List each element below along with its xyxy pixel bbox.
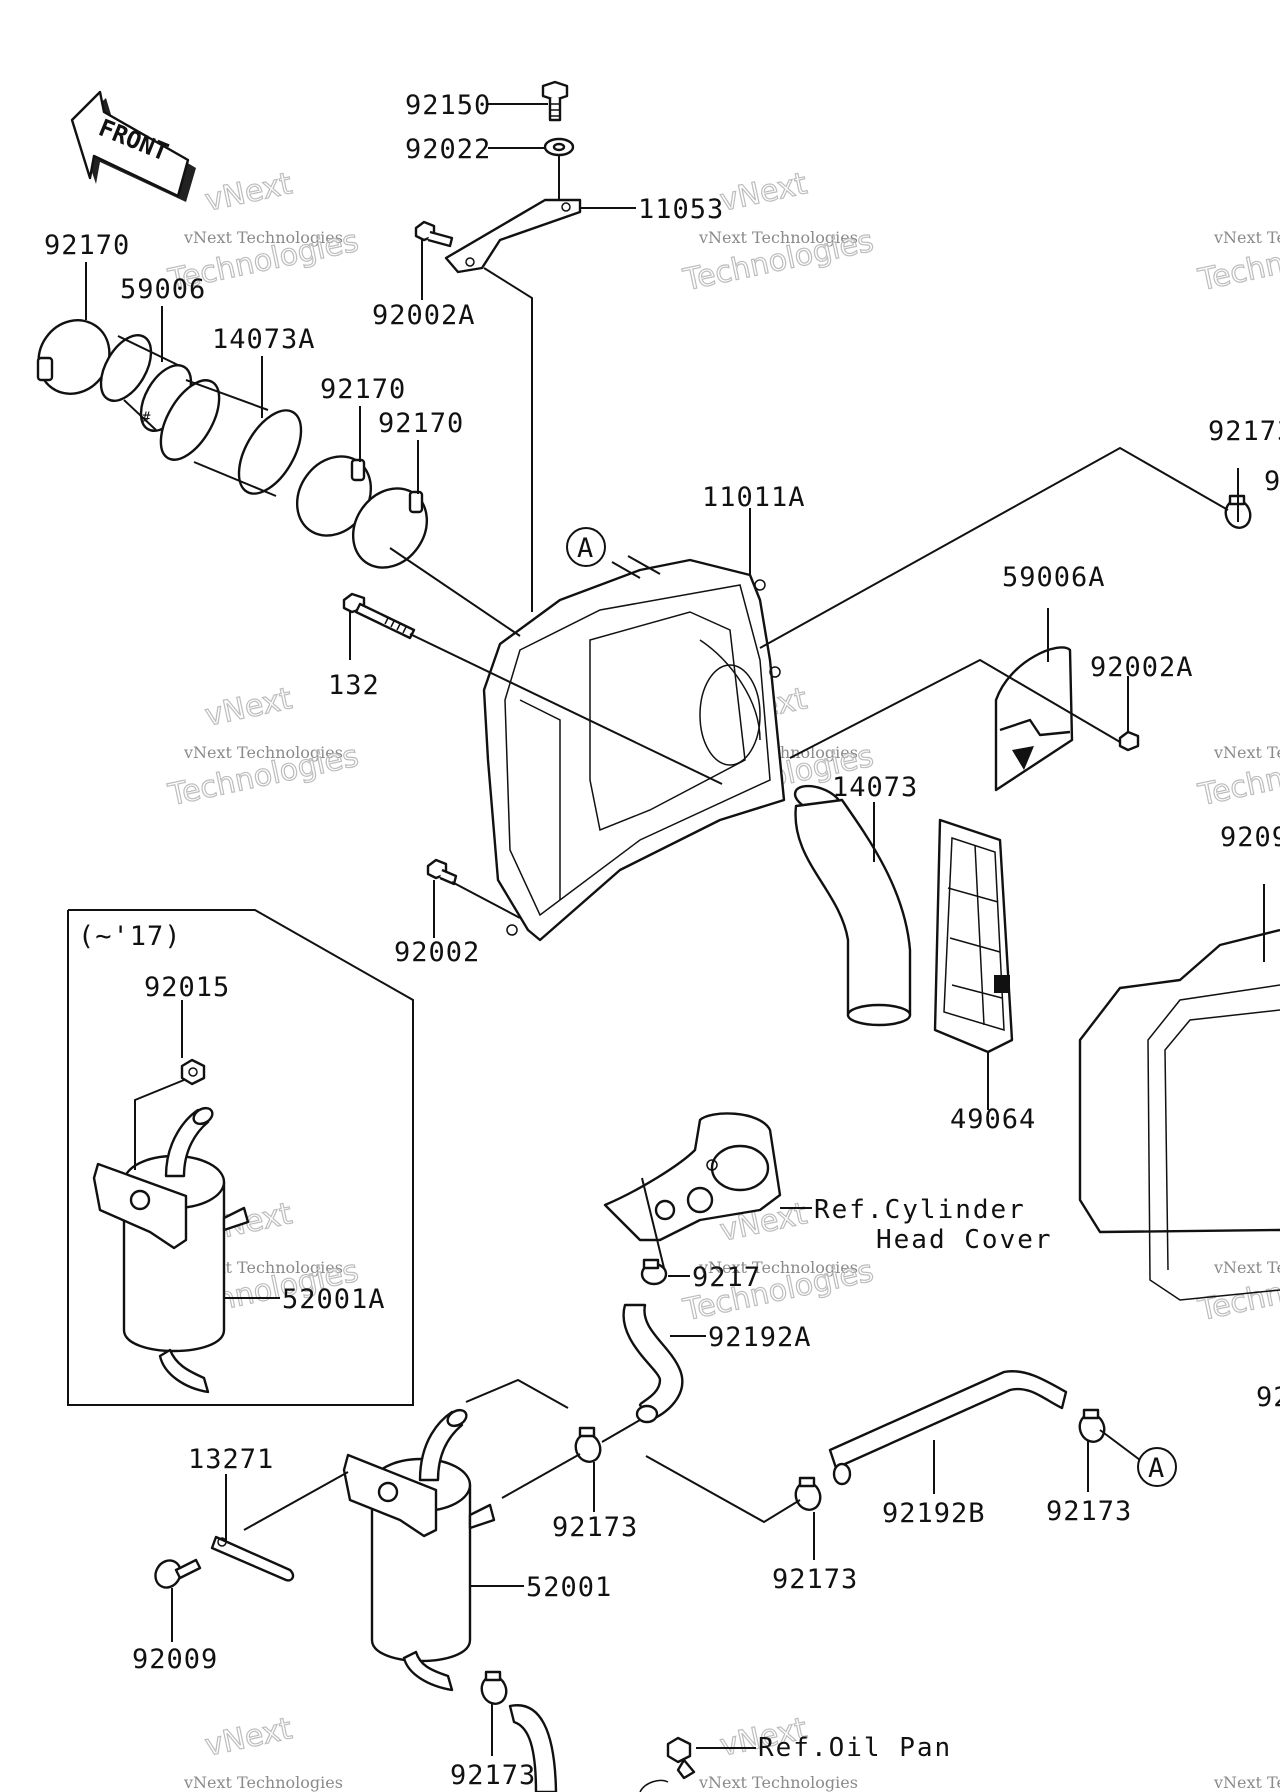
- watermark-text: vNext: [202, 166, 295, 219]
- bolt-92002-icon: [426, 858, 458, 886]
- part-label-92002A: 92002A: [372, 300, 476, 331]
- ref-cylinder-head-cover-line2: Head Cover: [876, 1225, 1053, 1255]
- part-label-92015: 92015: [144, 972, 230, 1003]
- front-arrow-icon: FRONT: [70, 90, 196, 202]
- clamp-92170-c-icon: [351, 487, 429, 569]
- air-filter-element-49064-icon: [933, 818, 1014, 1054]
- part-label-92: 92: [1256, 1382, 1280, 1413]
- part-label-92170: 92170: [378, 408, 464, 439]
- watermark-text: vNext: [717, 166, 810, 219]
- bolt-92002A-icon: [414, 220, 454, 248]
- watermark-text: vNext Technologies: [698, 1258, 858, 1277]
- watermark-text: vNext: [202, 681, 295, 734]
- air-cleaner-housing-11011A-icon: [482, 558, 786, 942]
- watermark-text: vNext: [202, 1711, 295, 1764]
- part-label-9217: 9217: [692, 1262, 761, 1293]
- clamp-92170-icon: [36, 319, 111, 395]
- part-label-92022: 92022: [405, 134, 491, 165]
- part-label-9: 9: [1264, 466, 1280, 497]
- washer-92022-icon: [543, 137, 575, 157]
- callout-a-top: A: [566, 527, 606, 567]
- clamp-92173-head-icon: [640, 1258, 668, 1286]
- bolt-92002A-right-icon: [1118, 730, 1140, 752]
- clamp-92173-d-icon: [480, 1670, 508, 1705]
- part-label-92173: 92173: [1208, 416, 1280, 447]
- air-cleaner-cover-icon: [1078, 928, 1280, 1301]
- part-label-13271: 13271: [188, 1444, 274, 1475]
- part-label-92173: 92173: [1046, 1496, 1132, 1527]
- part-label-92002: 92002: [394, 937, 480, 968]
- part-label-14073A: 14073A: [212, 324, 316, 355]
- bolt-132-icon: [342, 592, 416, 640]
- part-label-92192B: 92192B: [882, 1498, 986, 1529]
- callout-letter: A: [1148, 1453, 1165, 1484]
- part-label-92170: 92170: [320, 374, 406, 405]
- part-labels: 92150 92022 11053 92002A 92170 59006 140…: [44, 90, 1280, 1791]
- part-label-92009: 92009: [132, 1644, 218, 1675]
- tank-52001A-icon: [92, 1106, 250, 1394]
- part-label-92173: 92173: [772, 1564, 858, 1595]
- callout-a-bottom: A: [1137, 1447, 1177, 1487]
- part-label-92170: 92170: [44, 230, 130, 261]
- part-label-49064: 49064: [950, 1104, 1036, 1135]
- hose-bottom-icon: [508, 1704, 558, 1792]
- part-label-52001: 52001: [526, 1572, 612, 1603]
- clamp-92170-b-icon: [295, 455, 373, 537]
- screen-59006-icon: #: [99, 334, 193, 432]
- ref-oil-pan: Ref.Oil Pan: [758, 1733, 952, 1763]
- clamp-92173-c-icon: [1078, 1408, 1106, 1443]
- tank-52001-icon: [342, 1408, 496, 1692]
- duct-14073A-icon: [159, 379, 303, 497]
- elbow-duct-14073-icon: [793, 784, 912, 1027]
- part-label-92173: 92173: [552, 1512, 638, 1543]
- part-label-11053: 11053: [638, 194, 724, 225]
- watermark-text: vNext Technologies: [698, 1773, 858, 1792]
- watermark-text: vNext Technologies: [1213, 743, 1280, 762]
- hose-92192A-icon: [622, 1303, 684, 1424]
- oil-pan-fitting-icon: [639, 1736, 696, 1792]
- ref-cylinder-head-cover: Ref.Cylinder: [814, 1195, 1026, 1225]
- screen-59006A-icon: [994, 646, 1074, 792]
- plate-13271-icon: [210, 1535, 295, 1582]
- part-label-59006A: 59006A: [1002, 562, 1106, 593]
- part-label-92002A: 92002A: [1090, 652, 1194, 683]
- svg-text:#: #: [142, 410, 151, 426]
- reference-labels: Ref.Cylinder Head Cover Ref.Oil Pan: [758, 1195, 1053, 1763]
- watermark-text: vNext Technologies: [183, 1773, 343, 1792]
- bolt-92009-icon: [154, 1558, 202, 1589]
- hose-92192B-icon: [828, 1370, 1068, 1486]
- clamp-92173-b-icon: [794, 1476, 822, 1511]
- part-label-92192A: 92192A: [708, 1322, 812, 1353]
- watermarks: vNext vNext Technologies Technologies vN…: [164, 166, 1280, 1792]
- leader-lines: [85, 103, 1265, 1756]
- inset-box: (~'17): [67, 909, 414, 1406]
- nut-92015-icon: [180, 1058, 206, 1086]
- watermark-text: vNext Technologies: [1213, 228, 1280, 247]
- callout-letter: A: [577, 533, 594, 564]
- part-label-92150: 92150: [405, 90, 491, 121]
- bolt-92150-icon: [541, 80, 569, 122]
- bracket-11053-icon: [444, 198, 582, 274]
- part-label-59006: 59006: [120, 274, 206, 305]
- watermark-text: vNext Technologies: [183, 228, 343, 247]
- inset-label: (~'17): [78, 921, 182, 952]
- part-label-52001A: 52001A: [282, 1284, 386, 1315]
- part-label-132: 132: [328, 670, 380, 701]
- watermark-text: vNext Technologies: [183, 743, 343, 762]
- part-label-92173: 92173: [450, 1760, 536, 1791]
- part-label-11011A: 11011A: [702, 482, 806, 513]
- watermark-text: vNext Technologies: [1213, 1258, 1280, 1277]
- watermark-text: vNext Technologies: [1213, 1773, 1280, 1792]
- clamp-92173-a-icon: [574, 1426, 602, 1463]
- part-label-14073: 14073: [832, 772, 918, 803]
- watermark-text: vNext Technologies: [698, 228, 858, 247]
